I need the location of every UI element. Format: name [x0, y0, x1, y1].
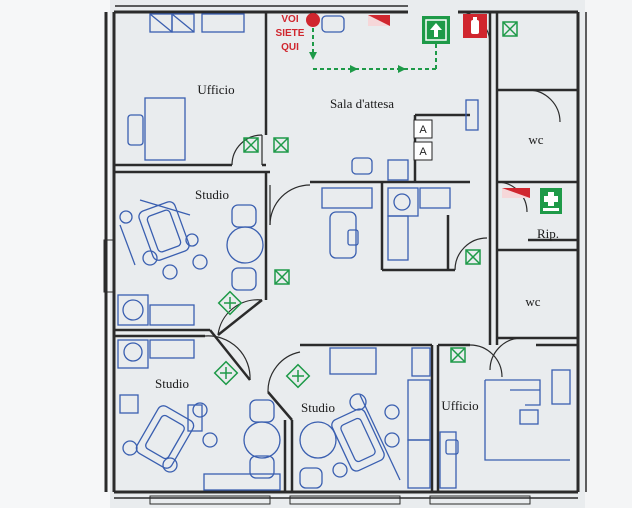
safety-marker-icon: [465, 249, 481, 265]
diamond-markers: [213, 290, 311, 389]
lift-button-top-label: A: [419, 124, 427, 136]
windows: [103, 239, 531, 505]
room-label-studio-bottom-mid: Studio: [301, 400, 335, 415]
dental-chair-bottom-left: [122, 402, 218, 473]
diamond-marker-icon: [217, 290, 243, 316]
you-are-here-line1: VOI: [281, 14, 298, 25]
room-label-rip: Rip.: [537, 226, 559, 241]
emergency-light-icon: [368, 15, 530, 198]
safety-marker-icon: [274, 269, 290, 285]
room-label-ufficio-top: Ufficio: [197, 82, 234, 97]
safety-marker-icon: [243, 137, 259, 153]
furniture: [117, 13, 571, 491]
dental-chair-bottom-mid: [331, 393, 401, 481]
room-label-sala-attesa: Sala d'attesa: [330, 96, 394, 111]
running-man-exit-icon: [422, 16, 450, 44]
you-are-here-line2: SIETE: [276, 28, 305, 39]
room-label-studio-left: Studio: [195, 187, 229, 202]
you-are-here-marker: VOI SIETE QUI: [276, 13, 320, 53]
you-are-here-dot-icon: [306, 13, 320, 27]
fire-extinguisher-icon: [463, 14, 487, 38]
left-glare: [0, 0, 110, 508]
safety-markers: [243, 21, 518, 363]
safety-marker-icon: [273, 137, 289, 153]
lift-panel: A A: [413, 119, 433, 161]
safety-marker-icon: [502, 21, 518, 37]
right-glare: [585, 0, 632, 508]
safety-marker-icon: [450, 347, 466, 363]
room-label-studio-bottom-left: Studio: [155, 376, 189, 391]
internal-walls: [114, 12, 578, 492]
dental-chair-left: [119, 199, 208, 280]
first-aid-kit-icon: [540, 188, 562, 214]
lift-button-bottom-label: A: [419, 146, 427, 158]
room-label-ufficio-bottom: Ufficio: [441, 398, 478, 413]
you-are-here-line3: QUI: [281, 42, 299, 53]
escape-route-arrow-icon: [309, 28, 437, 73]
diamond-marker-icon: [285, 363, 311, 389]
door-swings: [204, 11, 561, 393]
outer-walls: [104, 5, 587, 499]
room-label-wc-top: wc: [528, 132, 543, 147]
diamond-marker-icon: [213, 360, 239, 386]
room-label-wc-mid: wc: [525, 294, 540, 309]
